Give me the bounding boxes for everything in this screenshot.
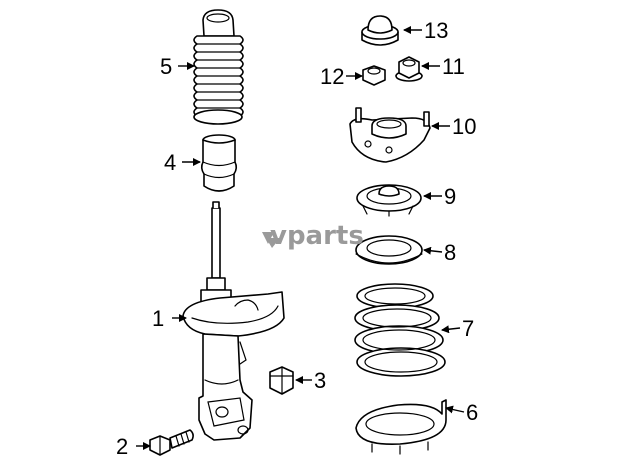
callout-13: 13 [424, 18, 448, 43]
part-4-bump-stop [200, 134, 238, 192]
part-12-nut [362, 65, 386, 86]
leader-8 [423, 246, 443, 255]
callout-2: 2 [116, 434, 128, 459]
callout-10: 10 [452, 114, 476, 139]
callout-12: 12 [320, 64, 344, 89]
callout-11: 11 [442, 54, 465, 79]
part-8-isolator [355, 235, 423, 265]
watermark-logo: vparts [262, 221, 364, 251]
part-13-cap [361, 15, 399, 46]
watermark-text: vparts [270, 221, 364, 251]
part-7-coil-spring [354, 283, 446, 377]
callout-leaders [136, 26, 465, 450]
callout-7: 7 [462, 316, 474, 341]
callout-5: 5 [160, 54, 172, 79]
part-3-nut [269, 366, 294, 395]
leader-6 [445, 405, 465, 414]
part-6-lower-seat [355, 399, 447, 455]
callout-4: 4 [164, 150, 176, 175]
part-10-upper-mount [349, 107, 431, 163]
part-1-strut [182, 201, 285, 441]
callout-3: 3 [314, 368, 326, 393]
callout-numbers: 1 2 3 4 5 6 7 8 9 10 11 12 13 [116, 18, 478, 459]
leader-7 [441, 325, 461, 334]
part-11-flange-nut [395, 56, 423, 82]
callout-6: 6 [466, 400, 478, 425]
callout-9: 9 [444, 184, 456, 209]
part-9-spring-seat [356, 184, 422, 217]
watermark-mark-icon [262, 232, 280, 248]
part-5-dust-boot [193, 9, 244, 125]
part-2-bolt [149, 429, 194, 456]
callout-1: 1 [152, 306, 164, 331]
callout-8: 8 [444, 240, 456, 265]
